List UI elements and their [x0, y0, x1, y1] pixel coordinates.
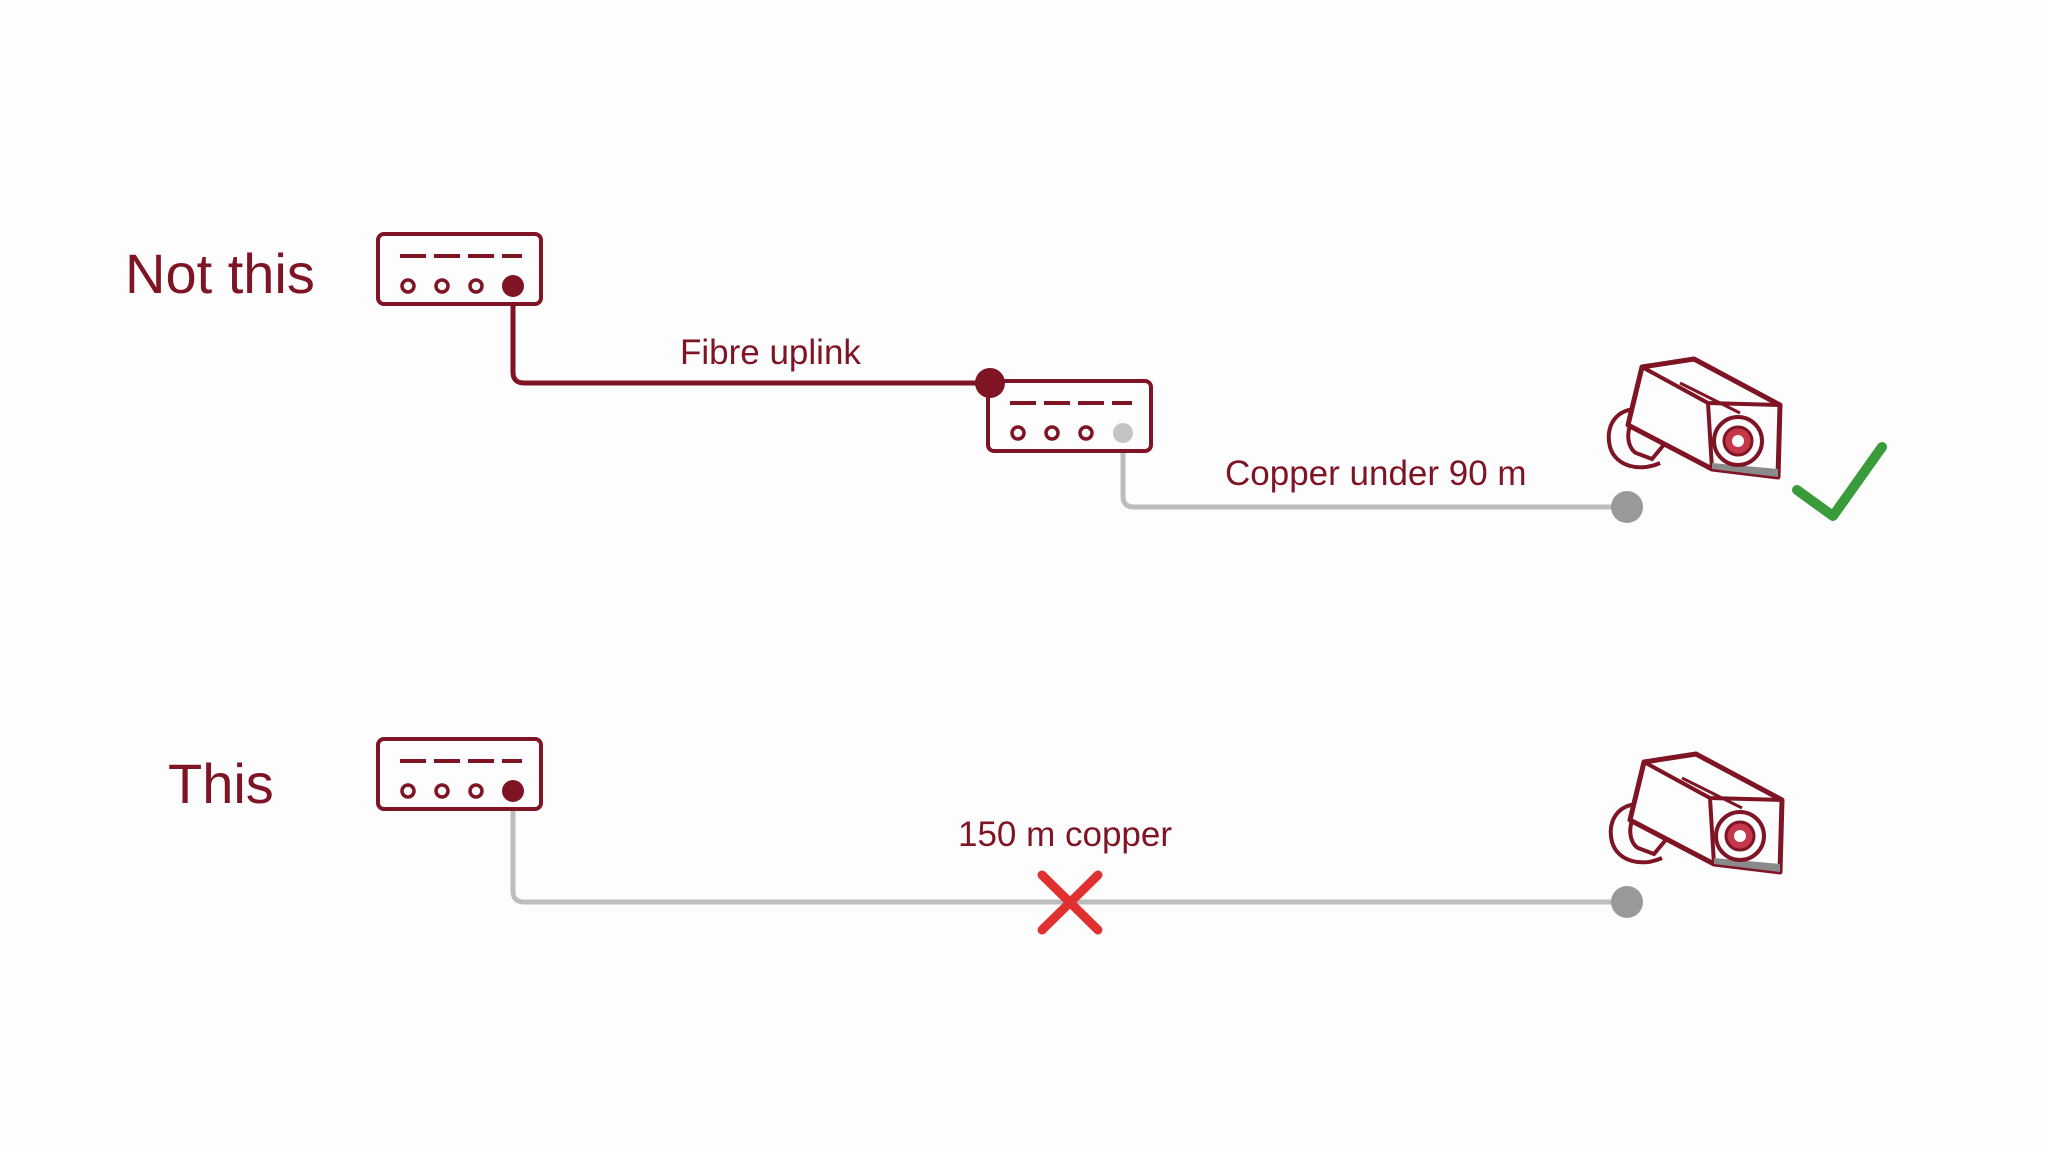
camera-icon: [1608, 751, 1785, 875]
row-label-this: This: [168, 752, 274, 815]
check-icon: [1792, 442, 1887, 521]
cross-icon: [1037, 870, 1103, 935]
fibre-uplink-label: Fibre uplink: [680, 333, 861, 372]
copper-short-cable: [1120, 428, 1629, 510]
core-switch-icon: [376, 737, 543, 811]
core-switch-icon: [376, 232, 543, 306]
fibre-port-dot: [975, 368, 1005, 398]
fibre-uplink-cable: [510, 282, 993, 386]
edge-switch-icon: [986, 379, 1153, 453]
camera-icon: [1606, 356, 1783, 480]
copper-long-end-point: [1611, 886, 1643, 918]
copper-short-label: Copper under 90 m: [1225, 454, 1527, 493]
copper-long-label: 150 m copper: [958, 815, 1172, 854]
copper-end-point: [1611, 491, 1643, 523]
copper-long-cable: [510, 789, 1629, 905]
row-label-not-this: Not this: [125, 242, 315, 305]
